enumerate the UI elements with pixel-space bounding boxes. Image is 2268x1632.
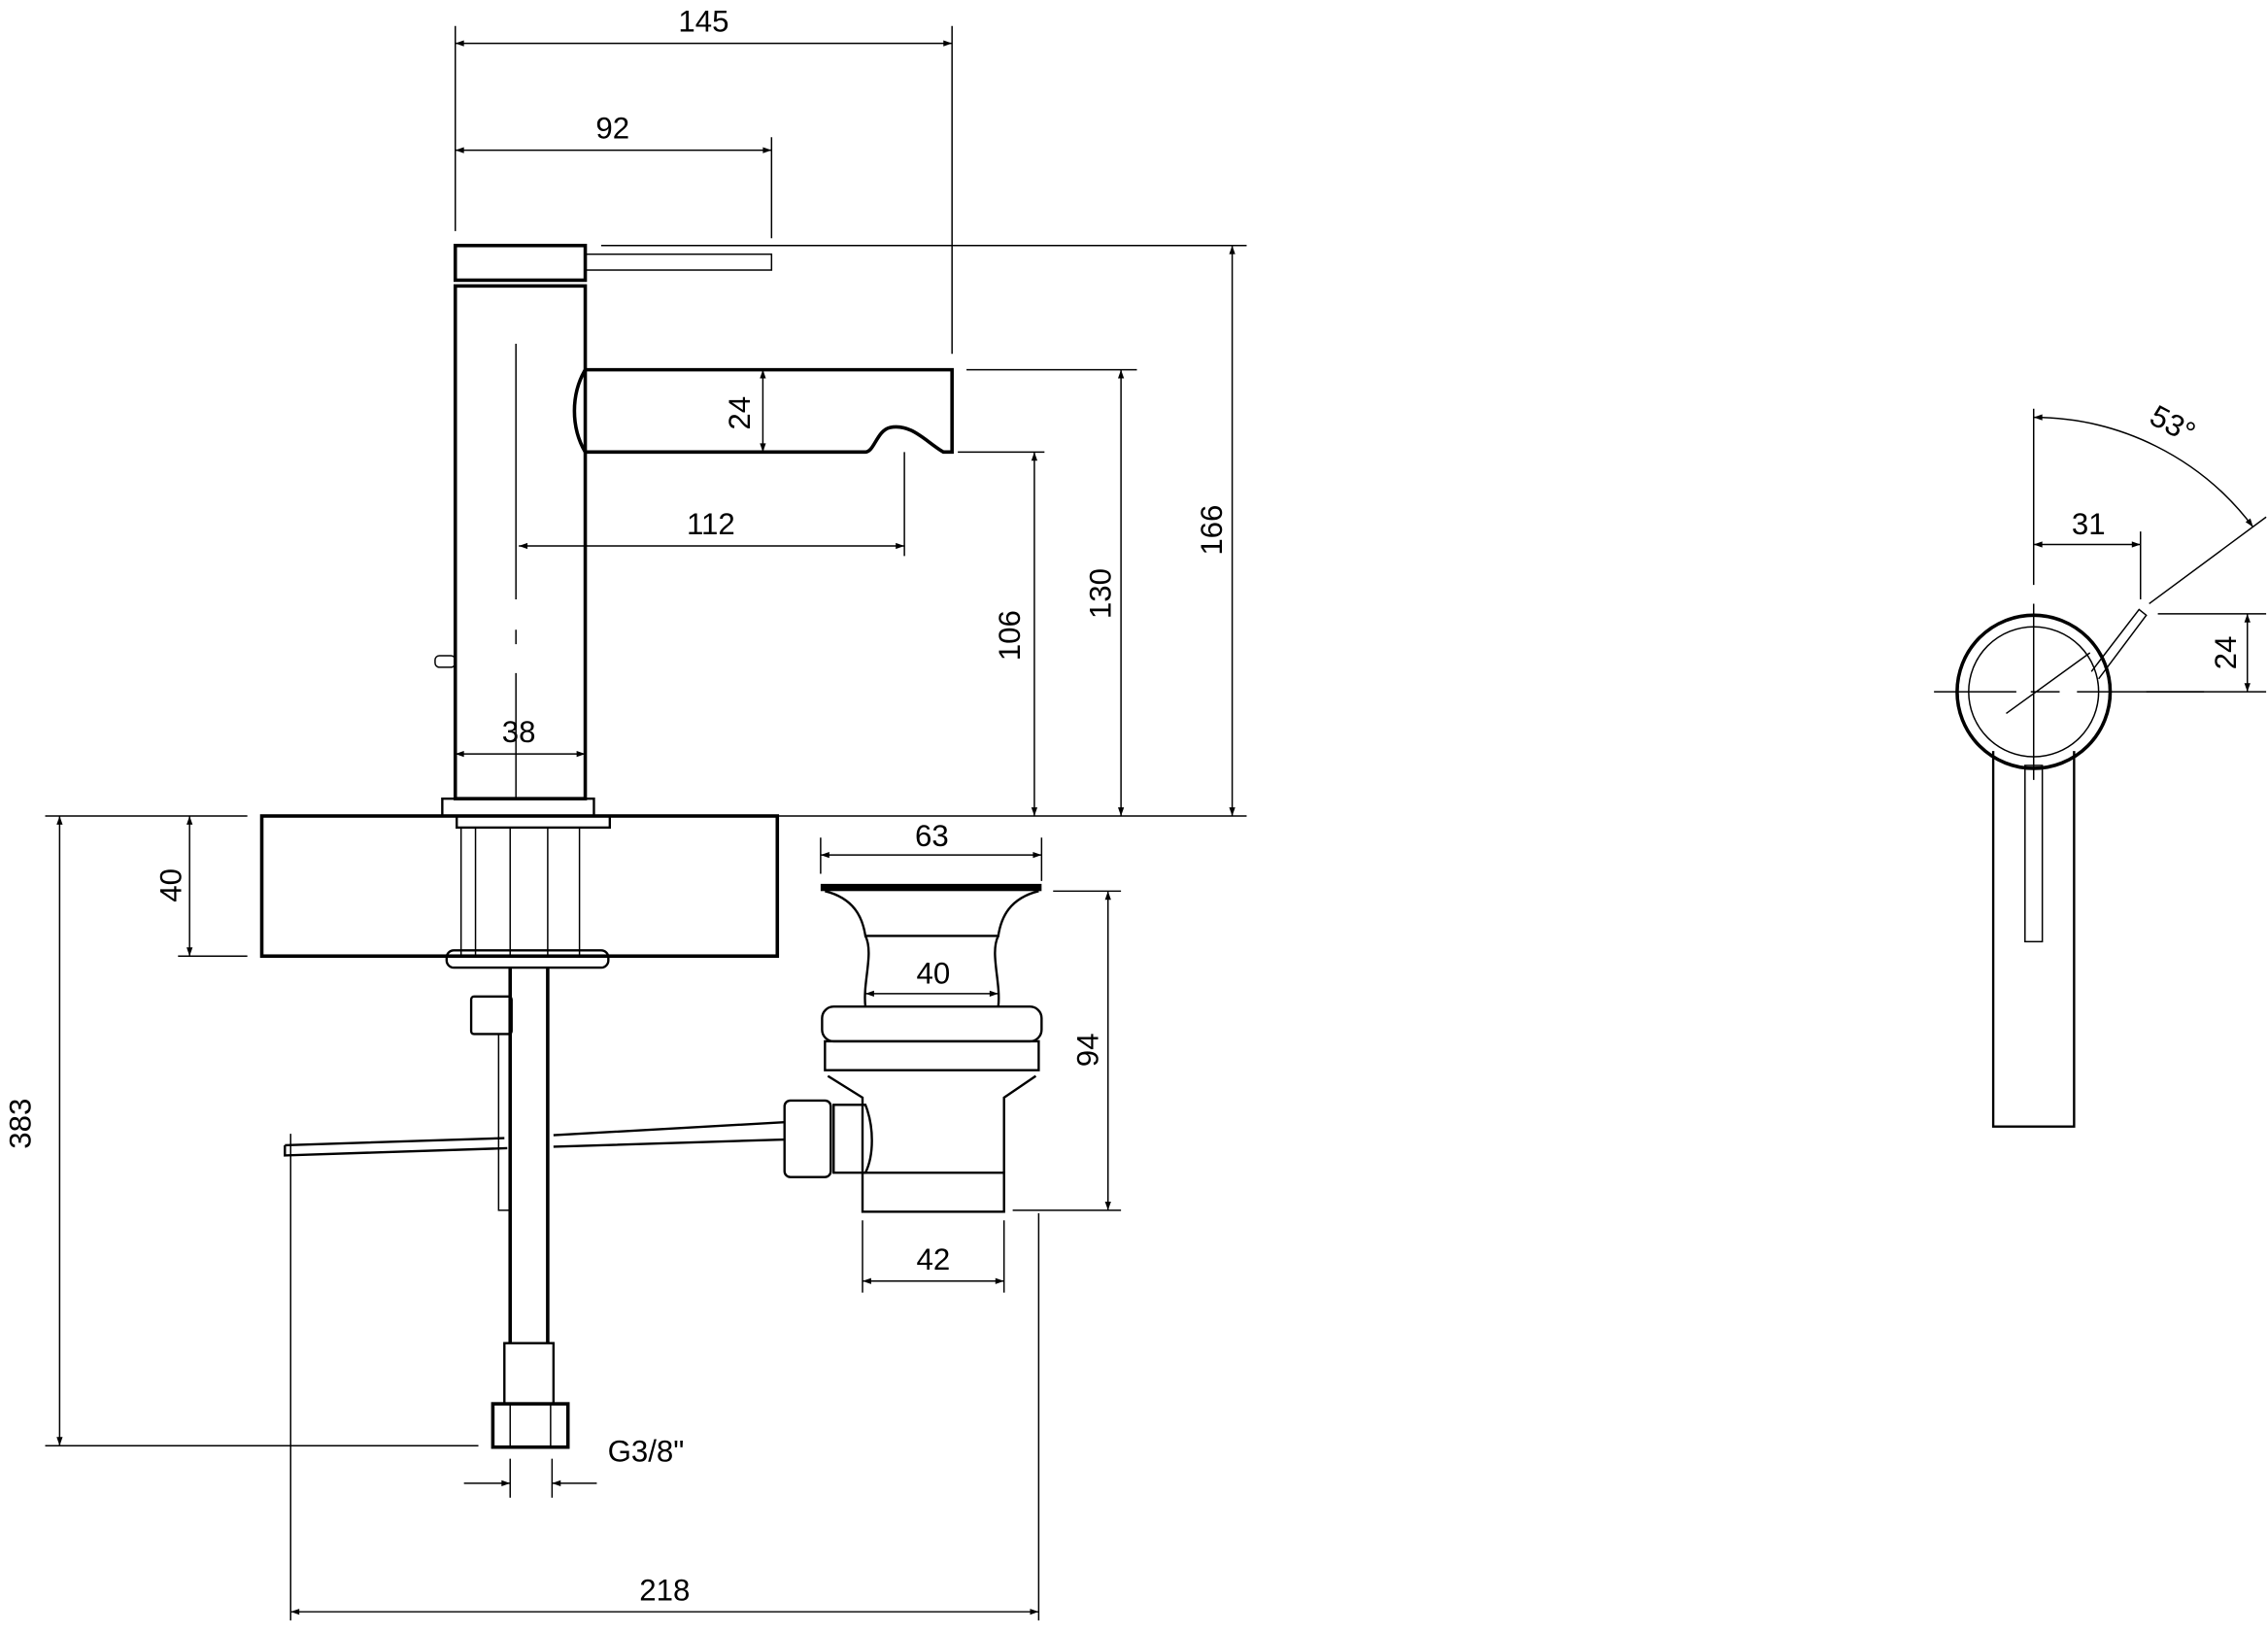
waste-cone: [825, 890, 1039, 937]
pop-up-knob: [434, 655, 457, 668]
waste-collar: [821, 1005, 1043, 1043]
dim-383: 383: [4, 1099, 38, 1149]
lever-handle: [584, 253, 773, 271]
mixer-front-view: [259, 243, 954, 1449]
dim-53-degrees: 53°: [2145, 398, 2201, 450]
waste-tail: [861, 1172, 1005, 1213]
dim-24: 24: [723, 396, 757, 430]
base-ring: [441, 797, 595, 818]
waste-flange: [820, 883, 1042, 892]
fixing-nut: [445, 949, 610, 969]
dim-130: 130: [1084, 568, 1118, 619]
lever-head: [453, 243, 588, 283]
dim-63: 63: [915, 819, 949, 853]
dim-92: 92: [595, 112, 629, 146]
dim-106: 106: [993, 610, 1027, 661]
dim-218: 218: [639, 1573, 690, 1607]
dim-40-countertop: 40: [153, 868, 187, 902]
hose-ferrule: [503, 1342, 556, 1406]
dim-24-top: 24: [2209, 636, 2243, 670]
waste-side-outlet: [832, 1104, 873, 1174]
small-nut: [469, 995, 513, 1036]
hose-nut: [491, 1402, 570, 1449]
shank: [459, 827, 581, 957]
waste-body: [827, 1074, 1037, 1173]
waste-dimensions: 63 40 94 42: [820, 819, 1122, 1293]
dim-38: 38: [502, 715, 536, 749]
top-view-spout: [1991, 751, 2076, 1128]
pop-up-rod: [284, 1120, 785, 1157]
dim-166: 166: [1195, 505, 1229, 556]
countertop: [259, 814, 780, 958]
pop-up-link: [497, 1033, 511, 1211]
dim-112: 112: [687, 507, 735, 541]
waste-ring: [824, 1039, 1040, 1071]
dim-42: 42: [916, 1242, 950, 1276]
waste-outlet-nut: [783, 1099, 832, 1178]
top-view: 53° 31 24: [1934, 398, 2267, 1128]
dim-40-neck: 40: [916, 956, 950, 990]
waste-view: [783, 883, 1043, 1213]
top-view-spout-slot: [2024, 765, 2044, 943]
angle-arc: [2033, 414, 2254, 528]
dim-g38: G3/8": [608, 1435, 685, 1469]
top-view-lever: [2090, 608, 2148, 680]
spout: [572, 367, 954, 455]
dim-94: 94: [1070, 1033, 1104, 1067]
dim-31: 31: [2072, 507, 2106, 541]
front-dimensions: 145 92 24 112 38 40 383 106 130 166 218 …: [4, 5, 1247, 1621]
dim-145: 145: [678, 5, 728, 39]
waste-neck: [863, 935, 1000, 1007]
base-gasket: [456, 814, 612, 830]
